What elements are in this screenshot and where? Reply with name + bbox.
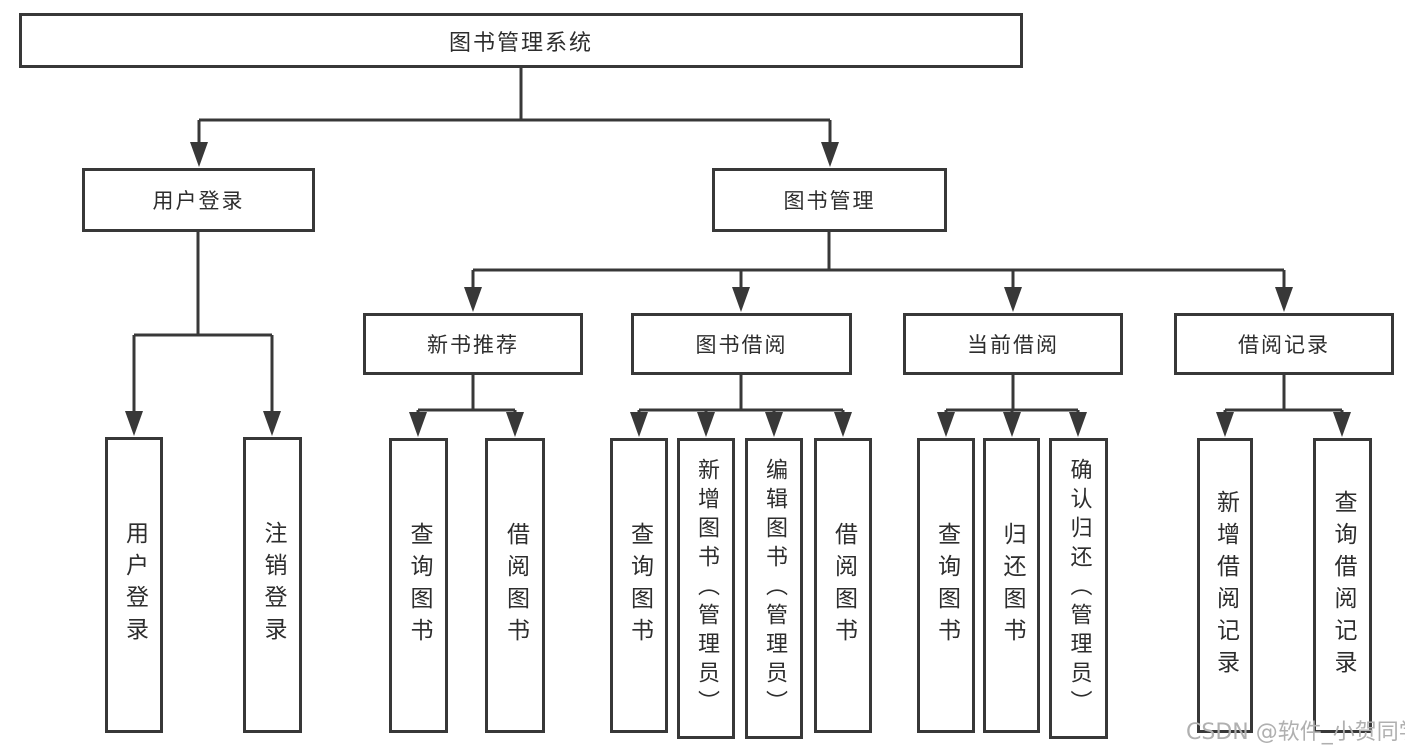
node-new-book-recommend: 新书推荐	[363, 313, 583, 375]
node-user-login: 用户登录	[82, 168, 315, 232]
leaf-edit-book-admin: 编辑图书（管理员）	[745, 438, 803, 739]
node-borrow-records: 借阅记录	[1174, 313, 1394, 375]
leaf-confirm-return-admin: 确认归还（管理员）	[1049, 438, 1108, 739]
csdn-watermark: CSDN @软件_小贺同学	[1186, 720, 1405, 745]
leaf-add-borrow-record: 新增借阅记录	[1197, 438, 1253, 733]
leaf-query-book-current: 查询图书	[917, 438, 975, 733]
leaf-user-login: 用户登录	[105, 437, 163, 733]
node-current-borrowing: 当前借阅	[903, 313, 1123, 375]
leaf-borrow-book-recommend: 借阅图书	[485, 438, 545, 733]
leaf-add-book-admin: 新增图书（管理员）	[677, 438, 735, 739]
node-book-management: 图书管理	[712, 168, 947, 232]
leaf-borrow-book: 借阅图书	[814, 438, 872, 733]
leaf-logout: 注销登录	[243, 437, 302, 733]
node-root-system: 图书管理系统	[19, 13, 1023, 68]
leaf-query-borrow-record: 查询借阅记录	[1313, 438, 1372, 733]
leaf-query-book-borrowing: 查询图书	[610, 438, 668, 733]
leaf-query-book-recommend: 查询图书	[389, 438, 448, 733]
leaf-return-book: 归还图书	[983, 438, 1040, 733]
node-book-borrowing: 图书借阅	[631, 313, 852, 375]
